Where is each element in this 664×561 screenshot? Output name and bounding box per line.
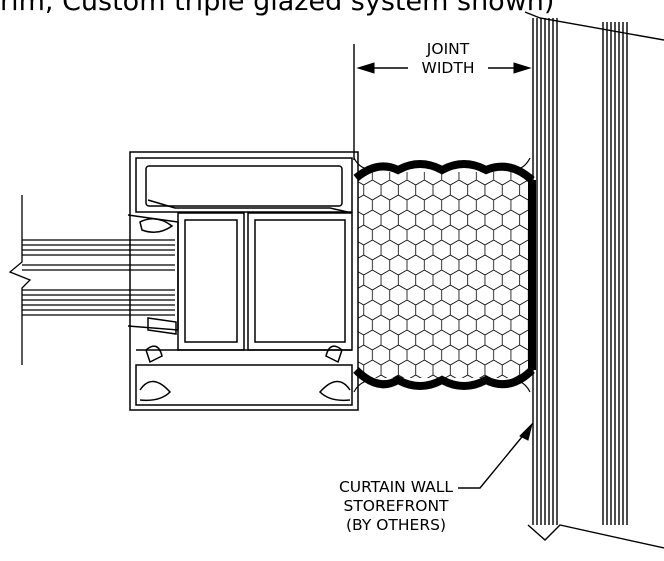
curtain-wall-line3: (BY OTHERS) bbox=[345, 516, 446, 534]
curtain-wall-line1: CURTAIN WALL bbox=[338, 478, 454, 496]
joint-width-dimension bbox=[353, 44, 532, 160]
joint-width-line1: JOINT bbox=[426, 40, 470, 58]
figure-caption: rim, Custom triple glazed system shown) bbox=[0, 0, 555, 17]
curtain-wall-line2: STOREFRONT bbox=[343, 497, 449, 515]
triple-glazing bbox=[8, 195, 175, 365]
curtain-wall-label: CURTAIN WALL STOREFRONT (BY OTHERS) bbox=[332, 478, 460, 535]
curtain-wall-mullion bbox=[524, 11, 664, 549]
storefront-frame bbox=[127, 151, 359, 411]
joint-width-label: JOINT WIDTH bbox=[410, 40, 486, 78]
curtain-wall-leader bbox=[458, 422, 533, 489]
sealant-backer-rod bbox=[353, 157, 536, 393]
joint-width-line2: WIDTH bbox=[421, 59, 475, 77]
